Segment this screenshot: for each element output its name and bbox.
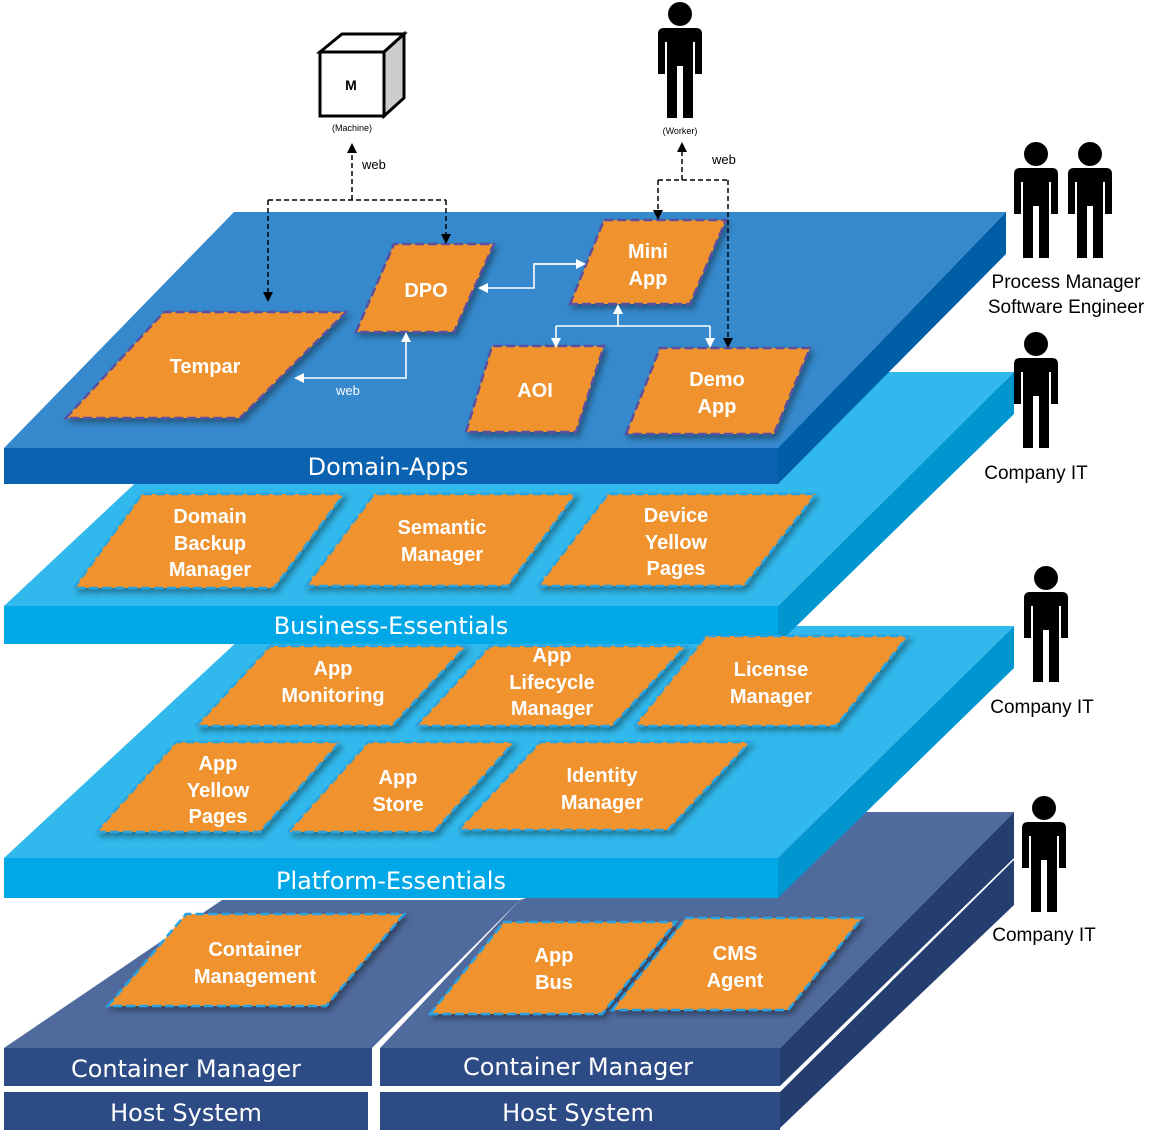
- module-dpo-label: DPO: [404, 280, 447, 302]
- container-manager-left: [4, 1048, 372, 1086]
- module-identity-manager[interactable]: Identity Manager: [455, 740, 753, 832]
- module-app-lifecycle-label-3: Manager: [511, 698, 593, 720]
- host-system-left: [4, 1092, 368, 1130]
- module-semantic-label-2: Manager: [401, 544, 483, 566]
- module-app-bus[interactable]: App Bus: [427, 920, 679, 1016]
- host-right-side: [780, 860, 1014, 1128]
- module-mini-app-label-1: Mini: [628, 241, 668, 263]
- web-worker-label: web: [711, 152, 736, 167]
- host-system-right: [380, 1092, 780, 1130]
- module-cms-agent-label-1: CMS: [713, 943, 757, 965]
- business-essentials-band: [4, 606, 778, 644]
- software-engineer-person-icon: [1068, 142, 1112, 258]
- module-identity-label-2: Manager: [561, 792, 643, 814]
- process-manager-label: Process Manager: [992, 272, 1142, 293]
- domain-side: [778, 212, 1006, 484]
- module-license-manager[interactable]: License Manager: [631, 634, 911, 728]
- worker-person-icon: [658, 2, 702, 118]
- domain-apps-label: Domain-Apps: [308, 453, 469, 481]
- module-app-monitoring[interactable]: App Monitoring: [193, 644, 469, 728]
- machine-caption: (Machine): [332, 123, 372, 133]
- module-app-lifecycle-label-2: Lifecycle: [509, 672, 595, 694]
- module-device-yp-label-1: Device: [644, 505, 709, 527]
- module-app-lifecycle-label-1: App: [533, 645, 572, 667]
- dpo-to-tempar-arrow: [294, 350, 407, 383]
- module-domain-backup-label-1: Domain: [173, 506, 246, 528]
- container-manager-right-label: Container Manager: [463, 1053, 693, 1081]
- connections: web web web: [263, 142, 736, 398]
- machine-letter: M: [345, 77, 357, 93]
- module-container-mgmt-label-1: Container: [208, 939, 302, 961]
- module-demo-app-label-1: Demo: [689, 369, 745, 391]
- platform-essentials-label: Platform-Essentials: [276, 867, 506, 895]
- module-mini-app-label-2: App: [629, 268, 668, 290]
- company-it-label-3: Company IT: [992, 925, 1096, 946]
- module-app-store-label-1: App: [379, 767, 418, 789]
- module-demo-app-label-2: App: [698, 396, 737, 418]
- container-right-side: [780, 812, 1014, 1086]
- module-container-management[interactable]: Container Management: [105, 912, 407, 1008]
- module-semantic-manager[interactable]: Semantic Manager: [303, 492, 579, 588]
- module-semantic-label-1: Semantic: [398, 517, 487, 539]
- module-tempar-label: Tempar: [170, 356, 241, 378]
- worker-caption: (Worker): [663, 126, 698, 136]
- web-machine-label: web: [361, 157, 386, 172]
- module-domain-backup-label-2: Backup: [174, 533, 246, 555]
- module-app-yp-label-2: Yellow: [187, 780, 250, 802]
- platform-side: [778, 626, 1014, 898]
- company-it-person-icon-1: [1014, 332, 1058, 448]
- module-app-bus-label-2: Bus: [535, 972, 573, 994]
- module-app-monitoring-label-1: App: [314, 658, 353, 680]
- module-aoi[interactable]: AOI: [464, 344, 606, 434]
- module-device-yp-label-2: Yellow: [645, 532, 708, 554]
- machine-cube-icon: M: [315, 30, 408, 120]
- module-cms-agent-label-2: Agent: [707, 970, 764, 992]
- company-it-person-icon-2: [1024, 566, 1068, 682]
- business-essentials-label: Business-Essentials: [274, 612, 509, 640]
- company-it-label-1: Company IT: [984, 463, 1088, 484]
- module-identity-label-1: Identity: [566, 765, 638, 787]
- module-mini-app[interactable]: Mini App: [568, 218, 728, 306]
- business-side: [778, 372, 1014, 644]
- platform-essentials-band: [4, 858, 778, 898]
- container-manager-left-label: Container Manager: [71, 1055, 301, 1083]
- company-it-label-2: Company IT: [990, 697, 1094, 718]
- module-app-bus-label-1: App: [535, 945, 574, 967]
- module-device-yellow-pages[interactable]: Device Yellow Pages: [535, 492, 819, 588]
- module-domain-backup-label-3: Manager: [169, 559, 251, 581]
- module-app-lifecycle-manager[interactable]: App Lifecycle Manager: [413, 644, 689, 728]
- container-manager-right: [380, 1048, 780, 1086]
- module-app-store-label-2: Store: [372, 794, 423, 816]
- web-tempar-label: web: [335, 383, 360, 398]
- process-manager-person-icon: [1014, 142, 1058, 258]
- module-tempar[interactable]: Tempar: [63, 310, 350, 420]
- module-dpo[interactable]: DPO: [354, 242, 496, 334]
- host-system-right-label: Host System: [502, 1099, 654, 1127]
- module-device-yp-label-3: Pages: [647, 558, 706, 580]
- module-demo-app[interactable]: Demo App: [624, 346, 812, 436]
- module-app-yellow-pages[interactable]: App Yellow Pages: [93, 740, 343, 834]
- module-aoi-label: AOI: [517, 380, 553, 402]
- module-app-monitoring-label-2: Monitoring: [281, 685, 384, 707]
- module-app-yp-label-1: App: [199, 753, 238, 775]
- host-system-left-label: Host System: [110, 1099, 262, 1127]
- module-license-label-2: Manager: [730, 686, 812, 708]
- software-engineer-label: Software Engineer: [988, 297, 1145, 318]
- module-cms-agent[interactable]: CMS Agent: [609, 916, 865, 1012]
- module-license-label-1: License: [734, 659, 808, 681]
- domain-apps-band: [4, 448, 778, 484]
- module-container-mgmt-label-2: Management: [194, 966, 317, 988]
- company-it-person-icon-3: [1022, 796, 1066, 912]
- module-app-yp-label-3: Pages: [189, 806, 248, 828]
- module-app-store[interactable]: App Store: [285, 740, 517, 834]
- module-domain-backup-manager[interactable]: Domain Backup Manager: [71, 492, 347, 590]
